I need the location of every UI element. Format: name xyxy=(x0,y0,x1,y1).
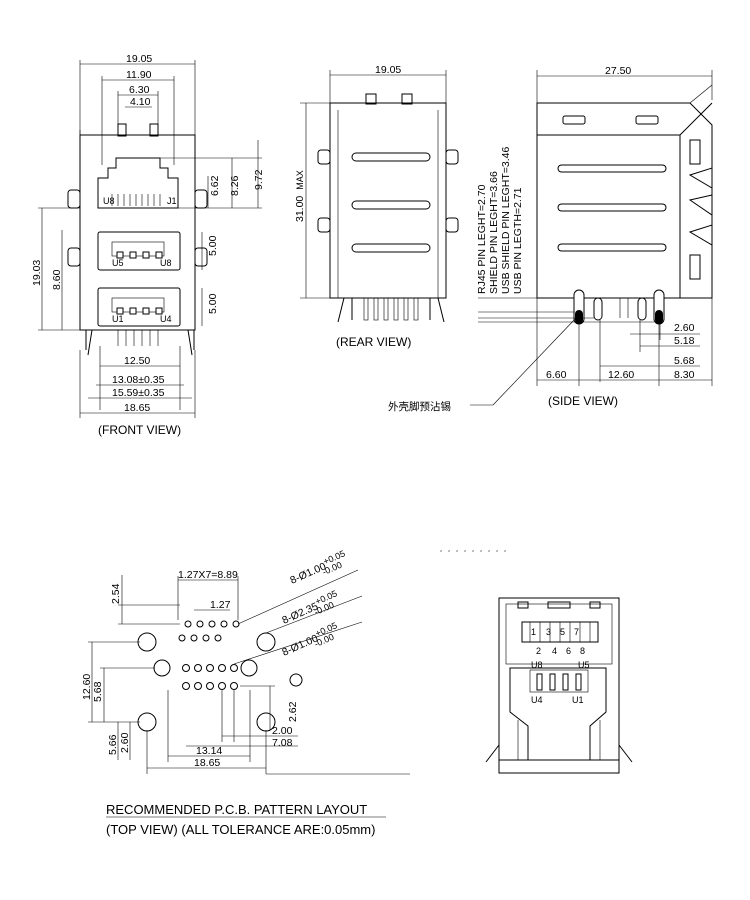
dim-side-660: 6.60 xyxy=(546,369,567,381)
dim-front-overall-width: 19.05 xyxy=(126,53,152,65)
hole-spec-2-label: 8-Ø2.35 xyxy=(280,600,320,626)
top-view: 1 3 5 7 2 4 6 8 U8 U5 U4 U1 xyxy=(440,550,633,774)
port-label-u5: U5 xyxy=(112,258,124,268)
dim-side-depth: 27.50 xyxy=(605,65,631,77)
dim-pcb-1314: 13.14 xyxy=(196,745,222,757)
dim-front-rj-width: 11.90 xyxy=(126,69,152,81)
dim-side-518: 5.18 xyxy=(674,335,695,347)
dim-front-1308: 13.08±0.35 xyxy=(112,374,165,386)
dim-front-usb-bot: 5.00 xyxy=(207,293,219,314)
dim-side-1260: 12.60 xyxy=(608,369,634,381)
side-view: 27.50 RJ45 PIN LEGHT=2.70 SHIELD PIN LEG… xyxy=(388,65,713,413)
top-label-u4: U4 xyxy=(531,695,543,705)
rj45-contacts xyxy=(111,194,161,206)
front-view: U8 J1 U5 U8 U1 U4 19.05 11 xyxy=(31,53,265,437)
dim-front-usb-top: 5.00 xyxy=(207,235,219,256)
rj-pin-3: 3 xyxy=(546,627,551,637)
dim-pcb-708: 7.08 xyxy=(272,737,293,749)
note-tin-preplated: 外壳脚预沾锡 xyxy=(388,400,451,413)
pcb-subtitle: (TOP VIEW) (ALL TOLERANCE ARE:0.05mm) xyxy=(106,822,375,837)
front-view-label: (FRONT VIEW) xyxy=(98,423,181,437)
rj-pin-6: 6 xyxy=(566,646,571,656)
port-label-u8: U8 xyxy=(103,196,115,206)
dim-side-260: 2.60 xyxy=(674,322,695,334)
top-label-u8: U8 xyxy=(531,660,543,670)
rear-view: 19.05 31.00 MAX (REAR VIEW) xyxy=(294,64,459,349)
dim-front-630: 6.30 xyxy=(129,84,150,96)
dim-pcb-260: 2.60 xyxy=(119,732,131,753)
svg-text:8-Ø1.00+0.05-0.00: 8-Ø1.00+0.05-0.00 xyxy=(287,548,350,590)
dim-front-972: 9.72 xyxy=(253,169,265,190)
dim-pcb-1865: 18.65 xyxy=(194,757,220,769)
rj-pin-8: 8 xyxy=(580,646,585,656)
dim-pcb-566: 5.66 xyxy=(107,734,119,755)
svg-text:31.00 MAX: 31.00 MAX xyxy=(294,170,306,222)
hole-spec-3-label: 8-Ø1.00 xyxy=(280,632,320,658)
dim-pcb-1260: 12.60 xyxy=(81,674,93,700)
dim-rear-width: 19.05 xyxy=(375,64,401,76)
rj-pin-5: 5 xyxy=(560,627,565,637)
dim-pcb-262: 2.62 xyxy=(287,701,299,722)
pcb-usb-holes xyxy=(182,664,238,690)
dim-front-base-width: 18.65 xyxy=(124,402,150,414)
note-usb-shield-pin: USB SHIELD PIN LEGHT=3.46 xyxy=(500,146,512,294)
dim-pcb-568: 5.68 xyxy=(92,681,104,702)
port-label-j1: J1 xyxy=(167,196,177,206)
top-label-u5: U5 xyxy=(578,660,590,670)
dim-front-total-height: 19.03 xyxy=(31,260,43,286)
note-shield-pin: SHIELD PIN LEGHT=3.66 xyxy=(488,171,500,294)
pcb-title: RECOMMENDED P.C.B. PATTERN LAYOUT xyxy=(106,802,367,817)
dim-rear-height: 31.00 xyxy=(294,196,306,222)
svg-text:8-Ø1.00+0.05-0.00: 8-Ø1.00+0.05-0.00 xyxy=(279,620,342,662)
dim-front-860: 8.60 xyxy=(51,269,63,290)
rj-pin-7: 7 xyxy=(574,627,579,637)
top-label-u1: U1 xyxy=(572,695,584,705)
dim-pcb-254: 2.54 xyxy=(110,583,122,604)
dim-front-826: 8.26 xyxy=(229,175,241,196)
dim-front-1559: 15.59±0.35 xyxy=(112,387,165,399)
dim-pcb-pitch-total: 1.27X7=8.89 xyxy=(178,569,238,581)
pcb-layout: 1.27X7=8.89 1.27 2.54 12.60 5.68 5.66 2.… xyxy=(81,548,410,837)
dim-front-662: 6.62 xyxy=(209,175,221,196)
port-label-u4: U4 xyxy=(160,314,172,324)
dim-side-568: 5.68 xyxy=(674,355,695,367)
dim-front-usb-width: 12.50 xyxy=(124,355,150,367)
rear-view-label: (REAR VIEW) xyxy=(336,335,411,349)
dim-rear-height-suffix: MAX xyxy=(295,170,305,190)
pcb-rj45-holes xyxy=(178,620,240,642)
hole-spec-1-label: 8-Ø1.00 xyxy=(288,560,328,586)
dim-front-410: 4.10 xyxy=(130,96,151,108)
port-label-u1: U1 xyxy=(112,314,124,324)
dim-pcb-200: 2.00 xyxy=(272,725,293,737)
rj-pin-4: 4 xyxy=(552,646,557,656)
dim-pcb-pitch: 1.27 xyxy=(210,599,231,611)
rj-pin-1: 1 xyxy=(531,627,536,637)
port-label-u8b: U8 xyxy=(160,258,172,268)
note-rj45-pin: RJ45 PIN LEGHT=2.70 xyxy=(476,184,488,294)
note-usb-pin: USB PIN LEGTH=2.71 xyxy=(512,187,524,294)
dim-side-830: 8.30 xyxy=(674,369,695,381)
rj-pin-2: 2 xyxy=(536,646,541,656)
side-view-label: (SIDE VIEW) xyxy=(548,394,618,408)
